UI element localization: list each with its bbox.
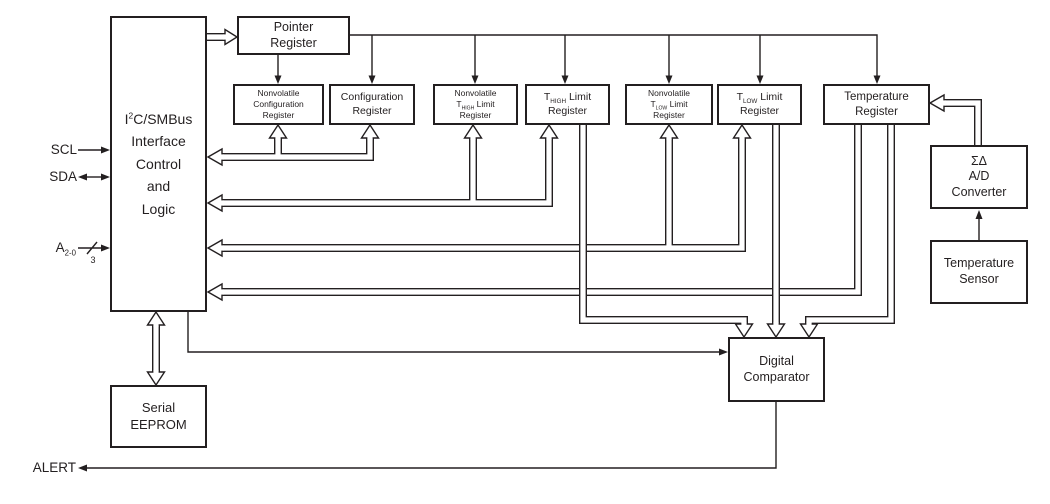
arrowhead-down-icon xyxy=(368,75,376,84)
address-pin-label: A2-0 xyxy=(55,240,76,258)
bus-thigh-registers xyxy=(206,123,559,213)
block-label-line: Logic xyxy=(141,200,176,217)
block-label-line: Converter xyxy=(951,184,1007,199)
hollow-arrowhead-up-icon xyxy=(539,123,559,139)
block-label-line: Configuration xyxy=(340,91,404,104)
block-label-line: Pointer xyxy=(273,19,314,34)
bus-i2c-eeprom xyxy=(146,310,166,387)
block-label-line: TLOW Limit xyxy=(650,98,688,112)
nonvolatile-configuration-register-block: Nonvolatile Configuration Register xyxy=(233,84,324,125)
arrowhead-right-icon xyxy=(101,146,110,154)
block-label-line: EEPROM xyxy=(130,416,187,432)
bus-thigh-to-comparator xyxy=(579,125,754,339)
hollow-arrowhead-down-icon xyxy=(146,371,166,387)
bus-config-registers xyxy=(206,123,380,167)
bus-i2c-to-pointer xyxy=(207,28,239,46)
block-label-line: Serial xyxy=(141,400,176,416)
arrowhead-down-icon xyxy=(561,75,569,84)
block-label-line: Register xyxy=(262,110,295,121)
block-label-line: THIGH Limit xyxy=(456,98,495,112)
alert-pin-label: ALERT xyxy=(32,460,76,475)
block-label-line: A/D xyxy=(968,169,990,184)
hollow-arrowhead-left-icon xyxy=(206,193,223,213)
configuration-register-block: Configuration Register xyxy=(329,84,415,125)
digital-comparator-block: Digital Comparator xyxy=(728,337,825,402)
alert-output-line xyxy=(78,402,777,472)
block-label-line: Register xyxy=(352,104,392,117)
arrowhead-down-icon xyxy=(665,75,673,84)
block-label-line: Nonvolatile xyxy=(647,87,691,98)
hollow-arrowhead-left-icon xyxy=(206,147,223,167)
arrowhead-down-icon xyxy=(873,75,881,84)
block-label-line: Comparator xyxy=(743,369,810,384)
bus-temperature-to-comparator xyxy=(799,125,895,339)
hollow-arrowhead-down-icon xyxy=(799,323,819,339)
hollow-arrowhead-up-icon xyxy=(360,123,380,139)
arrowhead-right-icon xyxy=(101,173,110,181)
hollow-arrowhead-left-icon xyxy=(206,238,223,258)
block-label-line: Register xyxy=(855,105,898,118)
block-label-line: Temperature xyxy=(844,91,909,104)
block-label-line: Interface xyxy=(131,133,186,150)
arrowhead-right-icon xyxy=(719,348,728,356)
sda-bidirectional-line xyxy=(78,173,110,181)
hollow-arrowhead-up-icon xyxy=(146,310,166,326)
arrowhead-down-icon xyxy=(756,75,764,84)
block-label-line: Sensor xyxy=(959,272,999,286)
block-label-line: Nonvolatile xyxy=(454,87,497,98)
temperature-register-block: Temperature Register xyxy=(823,84,930,125)
block-label-line: Configuration xyxy=(253,98,304,109)
pointer-register-block: Pointer Register xyxy=(237,16,350,55)
arrowhead-left-icon xyxy=(78,464,87,472)
block-label-line: Register xyxy=(739,104,780,117)
hollow-arrowhead-up-icon xyxy=(268,123,288,139)
block-label-line: Register xyxy=(459,110,492,121)
hollow-arrowhead-up-icon xyxy=(732,123,752,139)
serial-eeprom-block: Serial EEPROM xyxy=(110,385,207,448)
arrowhead-up-icon xyxy=(975,210,983,219)
block-label-line: and xyxy=(146,178,171,195)
arrowhead-down-icon xyxy=(274,75,282,84)
block-label-line: I2C/SMBus xyxy=(124,110,193,128)
hollow-arrowhead-down-icon xyxy=(734,323,754,339)
block-label-line: Register xyxy=(653,110,685,121)
nonvolatile-thigh-limit-register-block: Nonvolatile THIGH Limit Register xyxy=(433,84,518,125)
addr-bus-width-label: 3 xyxy=(90,255,95,265)
block-label-line: Temperature xyxy=(943,256,1015,271)
tlow-limit-register-block: TLOW Limit Register xyxy=(717,84,802,125)
i2c-smbus-interface-block: I2C/SMBus Interface Control and Logic xyxy=(110,16,207,312)
hollow-arrowhead-up-icon xyxy=(659,123,679,139)
i2c-to-comparator-line xyxy=(187,312,728,356)
temperature-sensor-block: Temperature Sensor xyxy=(930,240,1028,304)
block-label-line: TLOW Limit xyxy=(736,91,783,106)
block-label-line: Register xyxy=(270,35,317,50)
address-input-line: 3 xyxy=(78,241,110,265)
hollow-arrowhead-left-icon xyxy=(928,93,945,113)
scl-pin-label: SCL xyxy=(50,142,77,157)
hollow-arrowhead-left-icon xyxy=(206,282,223,302)
nonvolatile-tlow-limit-register-block: Nonvolatile TLOW Limit Register xyxy=(625,84,713,125)
thigh-limit-register-block: THIGH Limit Register xyxy=(525,84,610,125)
block-label-line: THIGH Limit xyxy=(543,91,592,106)
block-label-line: Nonvolatile xyxy=(257,87,300,98)
sda-pin-label: SDA xyxy=(49,169,77,184)
arrowhead-down-icon xyxy=(471,75,479,84)
block-label-line: Control xyxy=(135,155,182,172)
bus-adc-to-temperature-register xyxy=(928,93,982,145)
arrowhead-right-icon xyxy=(101,244,110,252)
block-label-line: Register xyxy=(547,104,588,117)
bus-tlow-registers xyxy=(206,123,752,258)
hollow-arrowhead-down-icon xyxy=(766,323,786,339)
scl-input-line xyxy=(78,146,110,154)
hollow-arrowhead-up-icon xyxy=(463,123,483,139)
arrowhead-left-icon xyxy=(78,173,87,181)
pointer-register-select-lines xyxy=(274,34,881,84)
bus-tlow-to-comparator xyxy=(766,125,786,339)
sensor-to-adc-line xyxy=(975,210,983,240)
block-label-line: Digital xyxy=(759,353,794,368)
sigma-delta-adc-block: ΣΔ A/D Converter xyxy=(930,145,1028,209)
block-label-line: ΣΔ xyxy=(970,153,988,168)
bus-temperature-register-read xyxy=(206,125,862,302)
